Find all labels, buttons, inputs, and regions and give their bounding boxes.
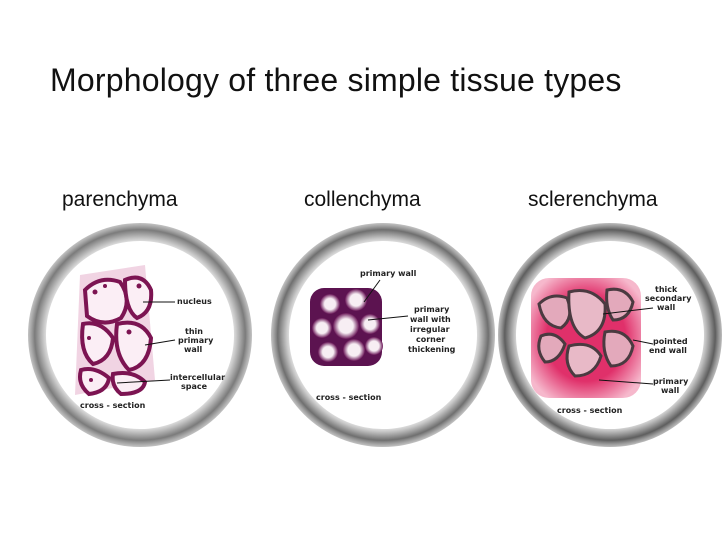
- annotation-intercellular-2: space: [181, 382, 208, 391]
- intercellular-pointer: [116, 379, 171, 384]
- thick-wall-pointer: [602, 307, 654, 315]
- thin-wall-pointer: [144, 339, 176, 346]
- collenchyma-cells: [310, 288, 383, 366]
- parenchyma-cells: [75, 265, 155, 397]
- irregular-thickening-pointer: [367, 315, 409, 321]
- label-collenchyma: collenchyma: [304, 188, 421, 211]
- annotation-irregular-5: thickening: [408, 345, 456, 354]
- annotation-thin-3: wall: [184, 345, 203, 354]
- collenchyma-diagram: primary wall primary wall with irregular…: [268, 220, 498, 450]
- sclerenchyma-cells: [531, 278, 641, 398]
- annotation-irregular-1: primary: [414, 305, 450, 314]
- label-parenchyma: parenchyma: [62, 188, 178, 211]
- annotation-thin-2: primary: [178, 336, 214, 345]
- label-sclerenchyma: sclerenchyma: [528, 188, 658, 211]
- page-title: Morphology of three simple tissue types: [50, 62, 622, 98]
- annotation-section: cross - section: [557, 406, 623, 415]
- collenchyma-illustration: primary wall primary wall with irregular…: [271, 223, 495, 447]
- annotation-irregular-2: wall with: [410, 315, 451, 324]
- annotation-intercellular-1: intercellular: [170, 373, 225, 382]
- annotation-thin-1: thin: [185, 327, 203, 336]
- primary-wall-pointer: [598, 379, 654, 385]
- annotation-section: cross - section: [80, 401, 146, 410]
- annotation-pointed-2: end wall: [649, 346, 687, 355]
- annotation-section: cross - section: [316, 393, 382, 402]
- annotation-primary-1: primary: [653, 377, 689, 386]
- pointed-end-pointer: [632, 339, 654, 345]
- annotation-pointed-1: pointed: [653, 337, 688, 346]
- sclerenchyma-illustration: thick secondary wall pointed end wall pr…: [498, 223, 722, 447]
- primary-wall-pointer: [363, 279, 381, 303]
- annotation-thick-3: wall: [657, 303, 676, 312]
- annotation-primary-2: wall: [661, 386, 680, 395]
- annotation-nucleus: nucleus: [177, 297, 212, 306]
- annotation-thick-2: secondary: [645, 294, 692, 303]
- parenchyma-illustration: nucleus thin primary wall intercellular …: [28, 223, 252, 447]
- parenchyma-diagram: nucleus thin primary wall intercellular …: [25, 220, 255, 450]
- annotation-irregular-3: irregular: [410, 325, 450, 334]
- annotation-primary-wall: primary wall: [360, 269, 417, 278]
- annotation-irregular-4: corner: [416, 335, 445, 344]
- sclerenchyma-diagram: thick secondary wall pointed end wall pr…: [495, 220, 725, 450]
- annotation-thick-1: thick: [655, 285, 678, 294]
